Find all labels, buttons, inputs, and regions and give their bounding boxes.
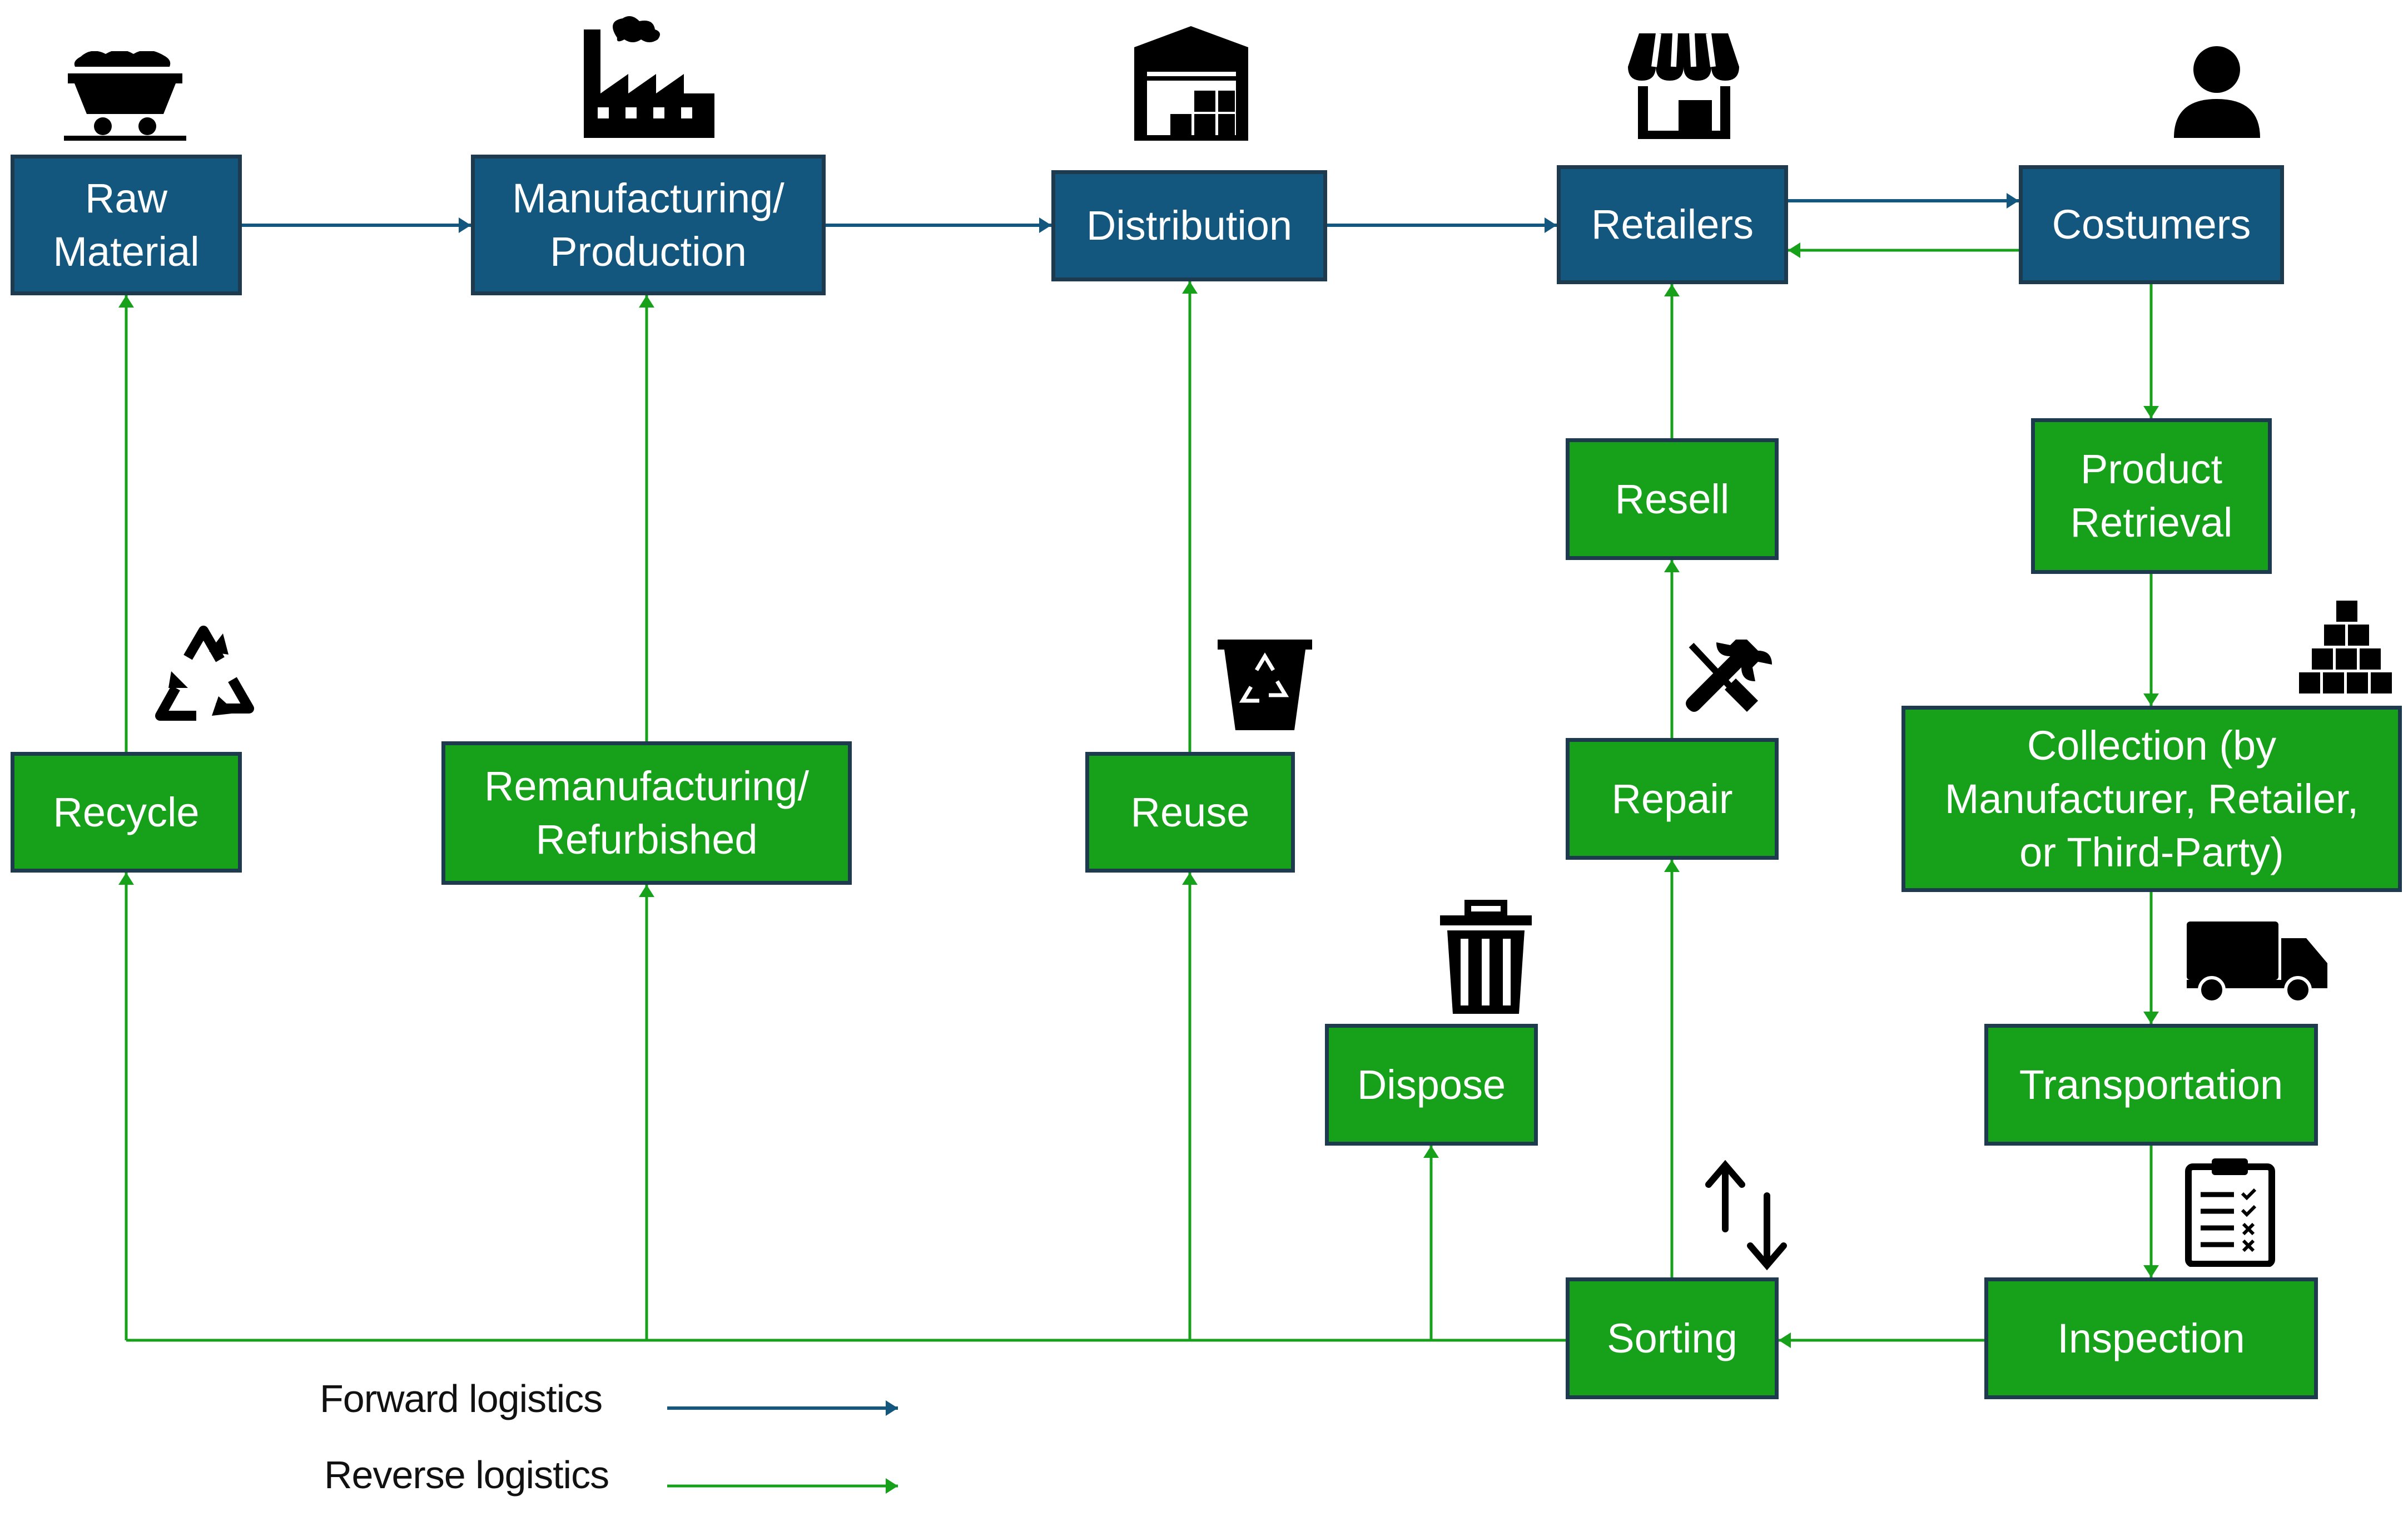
node-label: Raw Material [53,175,200,275]
checklist-icon [2185,1158,2275,1267]
legend-forward-arrow [667,1400,898,1416]
node-sorting: Sorting [1566,1277,1779,1399]
node-label: Recycle [53,789,200,835]
node-label: Dispose [1357,1061,1506,1108]
node-remanufacturing: Remanufacturing/ Refurbished [441,741,852,885]
node-label: Manufacturing/ Production [512,175,785,275]
node-label: Repair [1611,775,1733,822]
mine-cart-icon [64,51,186,141]
node-label: Distribution [1086,202,1293,249]
arrow-distribution-to-retailers [1327,217,1557,233]
node-label: Costumers [2052,201,2251,247]
trash-icon [1440,900,1532,1014]
node-repair: Repair [1566,738,1779,860]
truck-icon [2187,922,2327,1002]
node-transportation: Transportation [1984,1024,2318,1146]
factory-icon [584,16,714,138]
arrow-bus-to-remanufacturing [639,885,654,1340]
node-distribution: Distribution [1051,170,1327,281]
person-icon [2174,46,2260,138]
node-label: Resell [1615,475,1730,522]
node-recycle: Recycle [11,752,242,873]
arrow-bus-to-dispose [1423,1146,1439,1340]
arrow-retailers-to-costumers [1788,193,2019,209]
node-label: Inspection [2057,1315,2245,1361]
arrow-transportation-to-inspection [2143,1146,2159,1277]
arrow-retrieval-to-collection [2143,574,2159,706]
node-label: Sorting [1607,1315,1737,1361]
node-manufacturing: Manufacturing/ Production [471,155,826,295]
node-costumers: Costumers [2019,165,2284,284]
node-collection: Collection (by Manufacturer, Retailer, o… [1901,706,2402,892]
arrow-reuse-to-distribution [1182,281,1198,752]
node-label: Transportation [2019,1061,2283,1108]
arrow-collection-to-transportation [2143,892,2159,1024]
arrow-manufacturing-to-distribution [826,217,1051,233]
arrow-inspection-to-sorting [1779,1332,1984,1348]
node-reuse: Reuse [1085,752,1295,873]
node-product-retrieval: Product Retrieval [2031,418,2272,574]
node-label: Retailers [1591,201,1754,247]
node-raw-material: Raw Material [11,155,242,295]
node-label: Remanufacturing/ Refurbished [484,763,810,863]
node-label: Reuse [1130,789,1250,835]
node-resell: Resell [1566,438,1779,560]
arrow-raw-to-manufacturing [242,217,471,233]
legend-forward-label: Forward logistics [320,1377,603,1420]
recycle-bin-icon [1218,640,1312,730]
node-label: Collection (by Manufacturer, Retailer, o… [1944,722,2359,875]
arrow-costumers-to-retrieval [2143,284,2159,418]
boxes-icon [2299,601,2392,693]
recycle-icon [155,626,254,721]
node-retailers: Retailers [1557,165,1788,284]
sort-arrows-icon [1705,1160,1787,1271]
store-icon [1628,33,1739,139]
node-dispose: Dispose [1325,1024,1538,1146]
legend-reverse-label: Reverse logistics [324,1453,609,1497]
arrow-bus-to-reuse [1182,873,1198,1340]
arrow-costumers-to-retailers [1788,242,2019,258]
arrow-repair-to-resell [1664,560,1680,738]
arrow-sorting-to-repair [1664,860,1680,1277]
node-inspection: Inspection [1984,1277,2318,1399]
tools-icon [1686,640,1772,712]
node-label: Product Retrieval [2070,446,2233,546]
arrow-resell-to-retailers [1664,284,1680,438]
warehouse-icon [1134,26,1248,141]
arrow-remanufacturing-to-manufacturing [639,295,654,741]
arrow-recycle-to-raw [118,295,134,752]
arrow-bus-to-recycle [118,873,134,1340]
legend-reverse-arrow [667,1478,898,1494]
